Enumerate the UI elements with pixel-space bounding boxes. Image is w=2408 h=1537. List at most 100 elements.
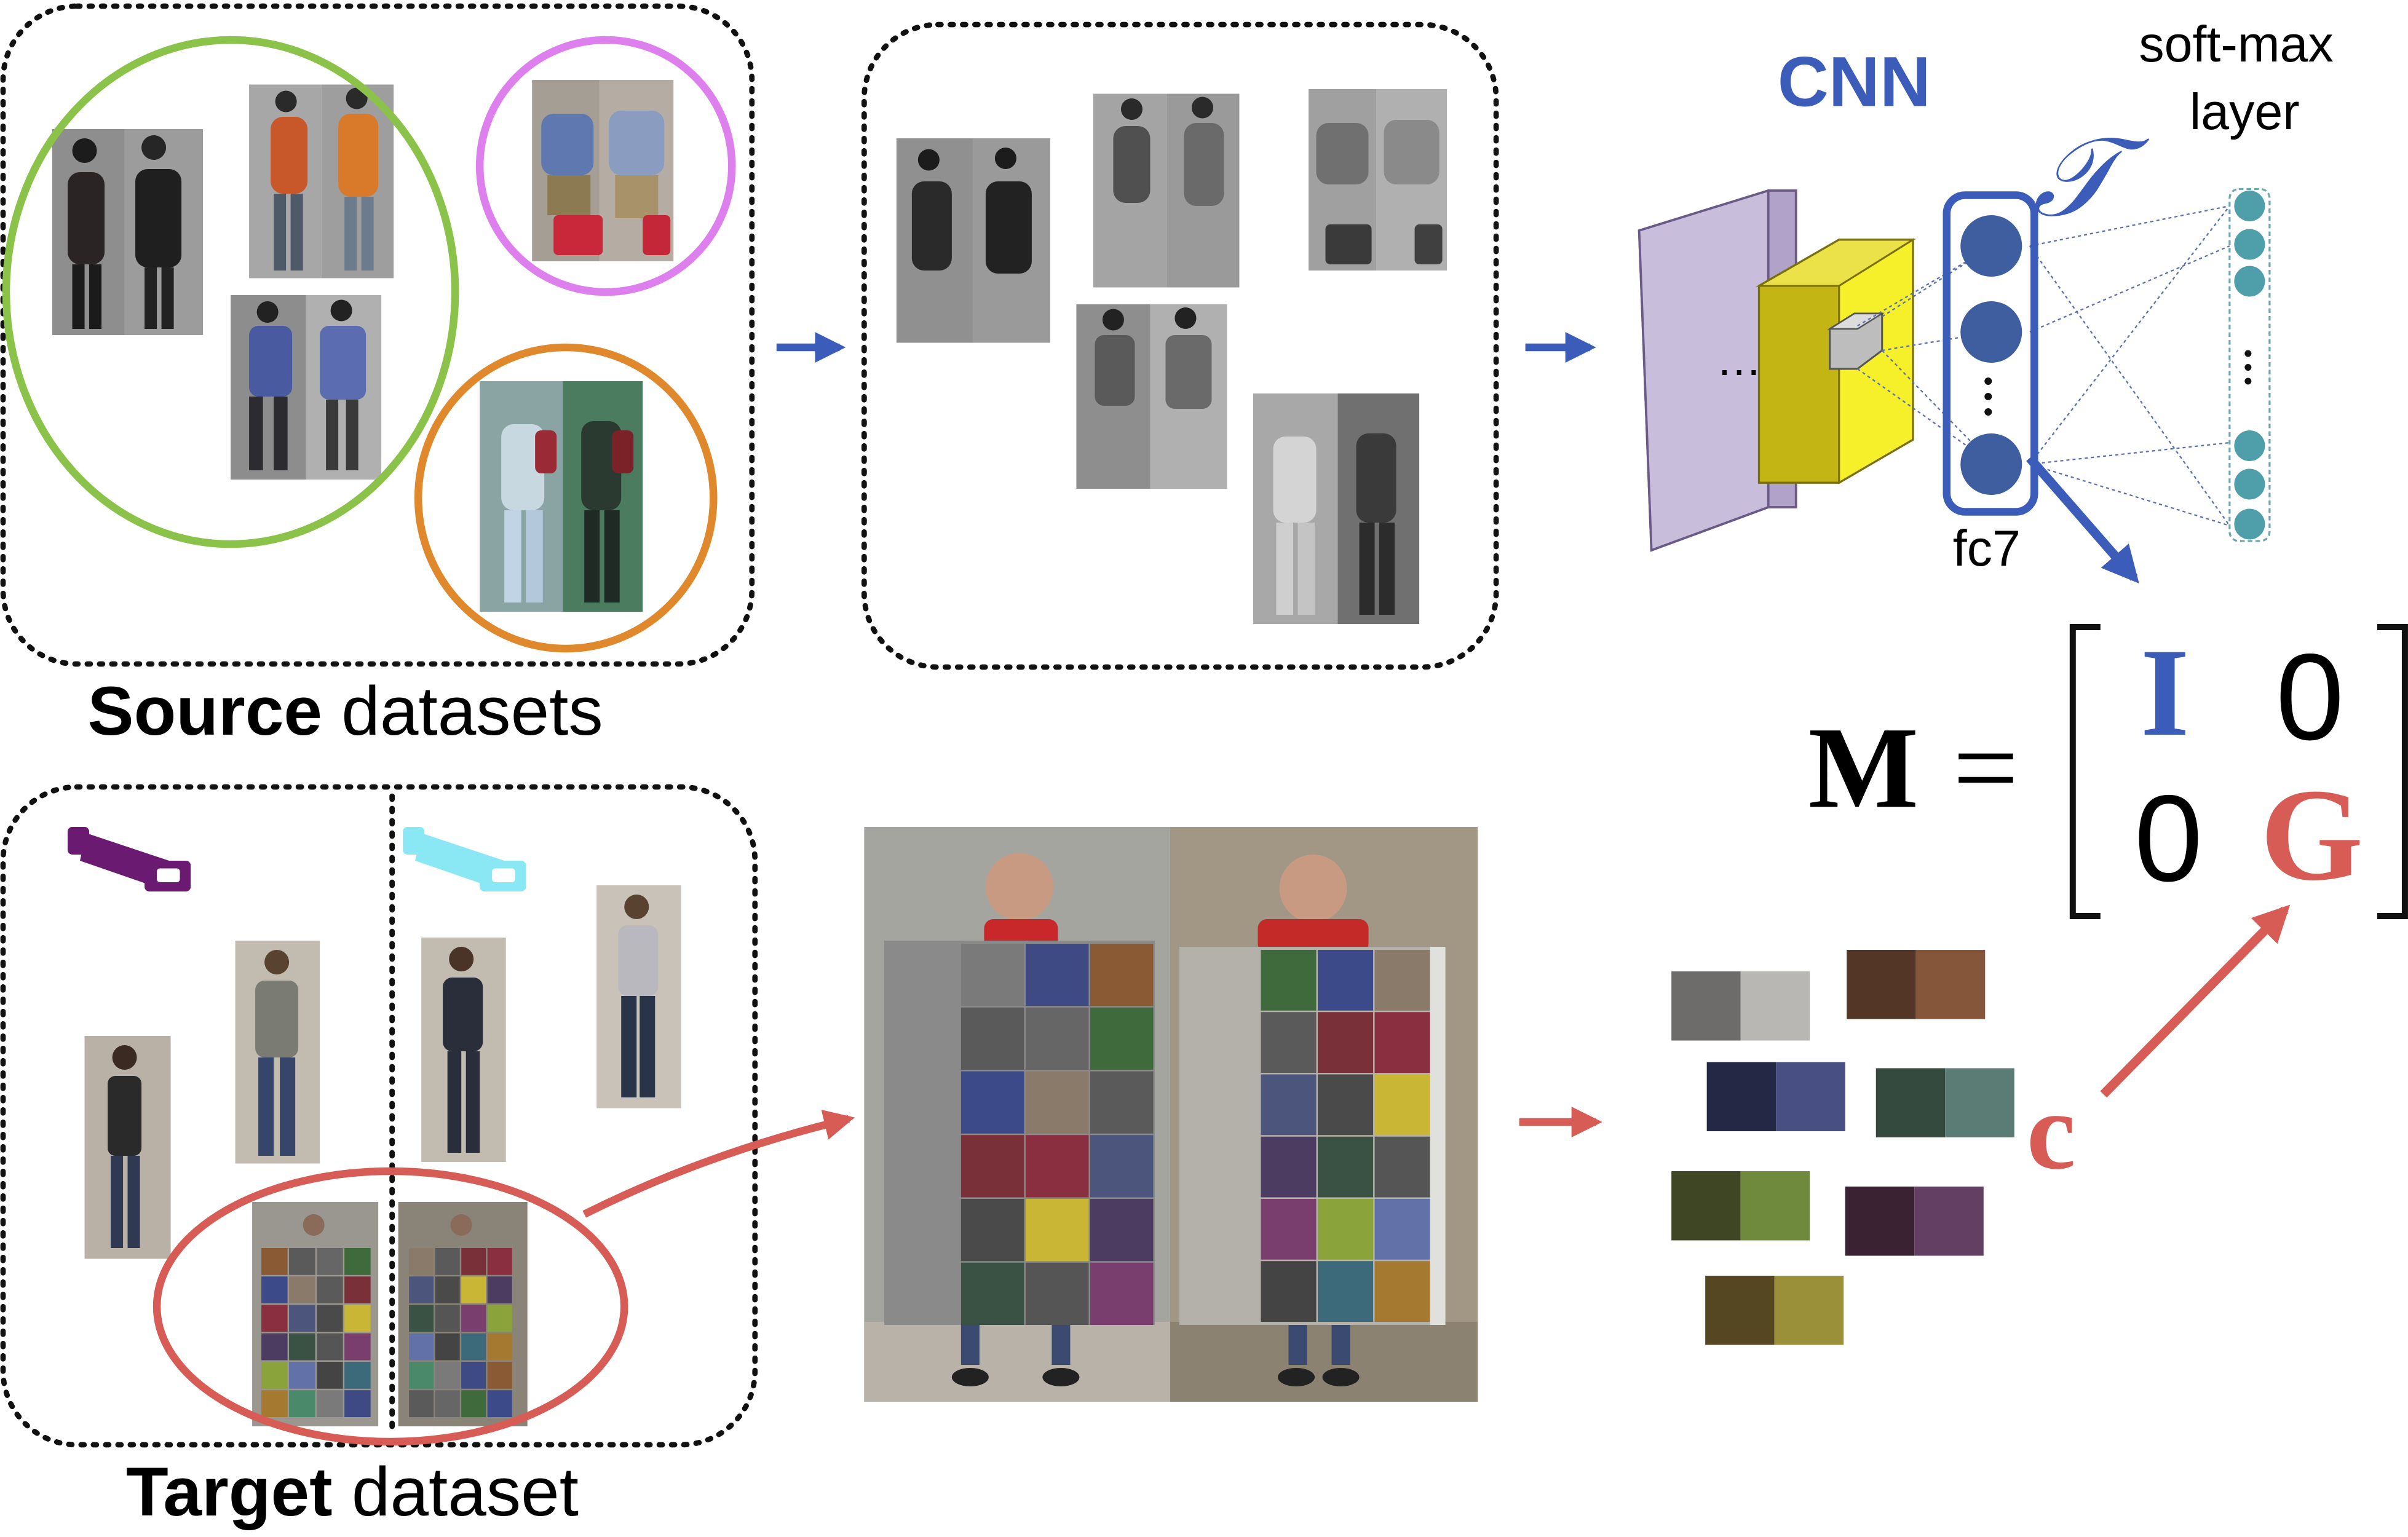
checker-patch <box>1025 944 1089 1006</box>
mini-checker-patch <box>344 1390 371 1417</box>
mini-checker-patch <box>261 1390 288 1417</box>
color-vector-c: c <box>2026 1070 2076 1193</box>
checker-patch <box>1318 1074 1374 1136</box>
checker-patch <box>1090 1135 1154 1198</box>
mini-checker-patch <box>409 1248 434 1275</box>
target-person-3 <box>421 938 506 1162</box>
mini-checker-patch <box>487 1248 512 1275</box>
softmax-bracket <box>2228 188 2271 542</box>
fc7-neuron-2 <box>1960 301 2022 363</box>
swatch-light <box>1915 950 1986 1019</box>
checker-patch <box>1374 950 1430 1011</box>
checker-patch <box>1374 1261 1430 1322</box>
checker-patch <box>1318 950 1374 1011</box>
mini-checker-patch <box>461 1333 486 1361</box>
mini-checker-patch <box>435 1276 460 1303</box>
mini-checker-patch <box>461 1390 486 1417</box>
target-bold-word: Target <box>126 1452 333 1531</box>
target-person-1 <box>84 1036 171 1259</box>
checker-patch <box>1261 1074 1317 1136</box>
checker-patch <box>1318 1136 1374 1198</box>
mini-checker-patch <box>289 1390 315 1417</box>
mini-checker-patch <box>289 1362 315 1389</box>
gray-person-pair-3 <box>1309 89 1448 271</box>
gray-person-pair-5 <box>1253 393 1420 624</box>
color-checker-photo <box>864 827 1478 1402</box>
mini-checker-patch <box>317 1276 343 1303</box>
mini-checker-patch <box>289 1276 315 1303</box>
checker-patch <box>1025 1135 1089 1198</box>
mini-checker-patch <box>435 1390 460 1417</box>
checker-patch <box>1374 1199 1430 1260</box>
checker-patch <box>1261 1199 1317 1260</box>
checker-patch <box>1025 1007 1089 1070</box>
input-layer-ellipsis: … <box>1716 335 1762 386</box>
checker-patch <box>1261 1261 1317 1322</box>
target-chart-small-left <box>252 1202 379 1426</box>
mini-checker-patch <box>317 1305 343 1332</box>
swatch-light <box>1945 1068 2014 1137</box>
mini-checker-patch <box>435 1362 460 1389</box>
color-swatches <box>1671 950 2014 1345</box>
source-bold-word: Source <box>87 671 323 750</box>
mini-checker-patch <box>461 1248 486 1275</box>
mini-checker-patch <box>409 1333 434 1361</box>
source-person-pair-2 <box>249 84 394 279</box>
matrix-zero-bottom: 0 <box>2134 770 2203 907</box>
swatch-dark <box>1706 1062 1776 1131</box>
checker-patch <box>1261 1136 1317 1198</box>
swatch-light <box>1914 1187 1984 1256</box>
mini-checker-patch <box>409 1276 434 1303</box>
mini-checker-patch <box>487 1305 512 1332</box>
mini-checker-patch <box>435 1333 460 1361</box>
checker-patch <box>1090 1199 1154 1262</box>
swatch-dark <box>1847 950 1916 1019</box>
cnn-title: CNN <box>1777 41 1931 122</box>
source-person-pair-5 <box>480 381 643 612</box>
mini-checker-patch <box>261 1305 288 1332</box>
cnn-input-layer <box>1638 189 1797 552</box>
mini-checker-patch <box>435 1305 460 1332</box>
red-target-circle <box>152 1167 628 1446</box>
tau-symbol: 𝒯 <box>2032 117 2118 240</box>
mini-checker-patch <box>344 1362 371 1389</box>
checker-patch <box>960 1071 1024 1134</box>
mini-checker-patch <box>261 1333 288 1361</box>
fc7-neuron-1 <box>1960 215 2022 277</box>
swatch-dark <box>1875 1068 1946 1137</box>
orange-dataset-circle <box>414 343 718 653</box>
camera-icon-purple <box>68 827 191 891</box>
checker-patch <box>1374 1136 1430 1198</box>
source-person-pair-3 <box>231 295 382 480</box>
matrix-g: G <box>2260 761 2364 909</box>
swatch-dark <box>1705 1276 1775 1345</box>
mini-checker-patch <box>289 1248 315 1275</box>
matrix-left-bracket <box>2069 624 2101 919</box>
checker-patch <box>1261 950 1317 1011</box>
mini-checker-patch <box>409 1305 434 1332</box>
checker-patch <box>1374 1074 1430 1136</box>
mini-checker-patch <box>461 1276 486 1303</box>
mini-checker-patch <box>261 1248 288 1275</box>
swatch-light <box>1774 1276 1844 1345</box>
mini-checker-patch <box>409 1362 434 1389</box>
mini-checker-patch <box>289 1333 315 1361</box>
mini-checker-patch <box>435 1248 460 1275</box>
checker-patch <box>960 1007 1024 1070</box>
checker-patch <box>960 1262 1024 1325</box>
mini-checker-patch <box>461 1362 486 1389</box>
mini-checker-patch <box>461 1305 486 1332</box>
checker-patch <box>1318 1199 1374 1260</box>
source-rest-words: datasets <box>322 671 603 750</box>
gray-person-pair-2 <box>1093 93 1240 288</box>
target-person-4 <box>596 885 681 1108</box>
arrow-fc7-to-matrix <box>2026 455 2139 584</box>
source-person-pair-4 <box>532 80 674 261</box>
mini-checker-patch <box>289 1305 315 1332</box>
swatch-light <box>1740 971 1810 1041</box>
checker-patch <box>1090 1007 1154 1070</box>
mini-checker-patch <box>261 1276 288 1303</box>
fc7-label: fc7 <box>1952 520 2021 577</box>
